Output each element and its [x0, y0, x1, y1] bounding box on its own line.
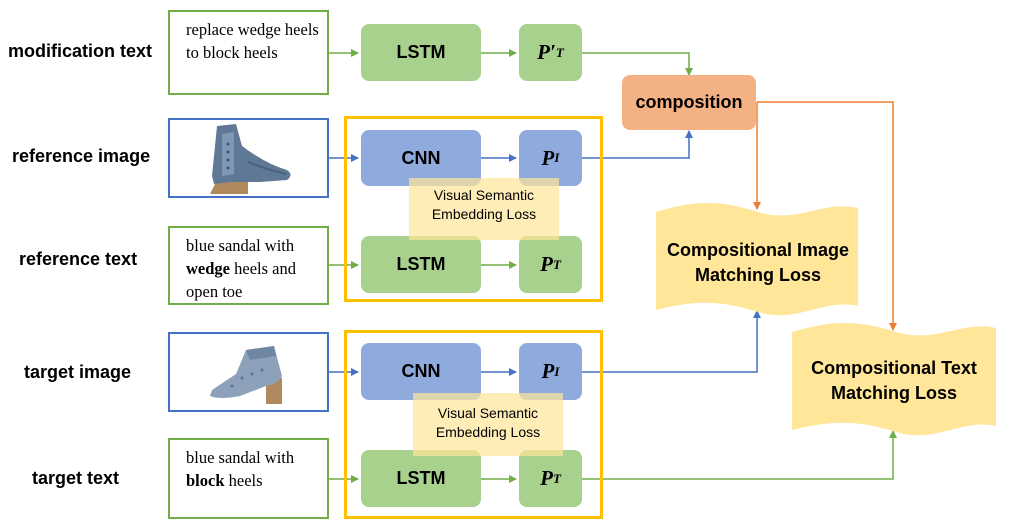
visual-semantic-loss-target — [413, 393, 563, 456]
arrow-pi-to-composition — [582, 130, 693, 159]
compositional-image-loss-shape — [656, 203, 858, 316]
compositional-text-loss-shape — [792, 323, 996, 436]
reference-encoder-group — [344, 116, 603, 302]
target-text-before: blue sandal with — [186, 448, 295, 467]
modification-text-input: replace wedge heels to block heels — [168, 10, 329, 95]
arrow-composition-to-text-loss — [757, 101, 897, 331]
composition-module: composition — [622, 75, 756, 130]
compositional-text-loss-label: Compositional Text Matching Loss — [811, 358, 977, 403]
reference-text-input: blue sandal with wedge heels and open to… — [168, 226, 329, 305]
p-text-ref-sub: T — [552, 256, 561, 272]
lstm-target: LSTM — [361, 450, 481, 507]
p-text-mod-sub: T — [555, 44, 564, 60]
reference-image-box — [168, 118, 329, 198]
arrow-pi-to-image-loss — [582, 310, 761, 373]
p-text-tgt-base: P — [540, 466, 553, 490]
p-text-tgt-sub: T — [552, 470, 561, 486]
row-label-target-image: target image — [24, 362, 132, 382]
p-text-ref-base: P — [540, 252, 553, 276]
target-encoder-group — [344, 330, 603, 519]
target-text-bold: block — [186, 471, 225, 490]
p-image-tgt-sub: I — [554, 363, 560, 379]
cnn-reference: CNN — [361, 130, 481, 186]
compositional-image-loss-label: Compositional Image Matching Loss — [666, 240, 850, 285]
reference-text-bold: wedge — [186, 259, 230, 278]
visual-semantic-loss-reference-label: Visual Semantic Embedding Loss — [431, 187, 537, 222]
cnn-target: CNN — [361, 343, 481, 400]
wedge-sandal-photo-icon — [210, 124, 291, 194]
arrow-ptmod-to-composition — [582, 52, 693, 76]
row-label-target-text: target text — [32, 468, 120, 488]
target-text-after: heels — [224, 471, 263, 490]
reference-text-after: heels and open toe — [186, 259, 296, 301]
reference-text-before: blue sandal with — [186, 236, 295, 255]
p-text-mod-base: P′ — [537, 40, 556, 64]
p-image-ref-base: P — [541, 145, 555, 170]
visual-semantic-loss-target-label: Visual Semantic Embedding Loss — [435, 405, 541, 440]
target-text-input: blue sandal with block heels — [168, 438, 329, 519]
row-label-reference-image: reference image — [12, 146, 151, 166]
lstm-modification: LSTM — [361, 24, 481, 81]
row-label-modification-text: modification text — [8, 41, 153, 61]
row-label-reference-text: reference text — [19, 249, 138, 269]
visual-semantic-loss-reference — [409, 178, 559, 240]
block-heel-sandal-photo-icon — [210, 346, 282, 404]
p-image-ref-sub: I — [554, 150, 560, 165]
target-image-box — [168, 332, 329, 412]
lstm-reference: LSTM — [361, 236, 481, 293]
arrow-pt-to-text-loss — [582, 430, 897, 480]
p-image-tgt-base: P — [541, 359, 555, 383]
p-text-modification-symbol: P′T — [519, 24, 582, 81]
